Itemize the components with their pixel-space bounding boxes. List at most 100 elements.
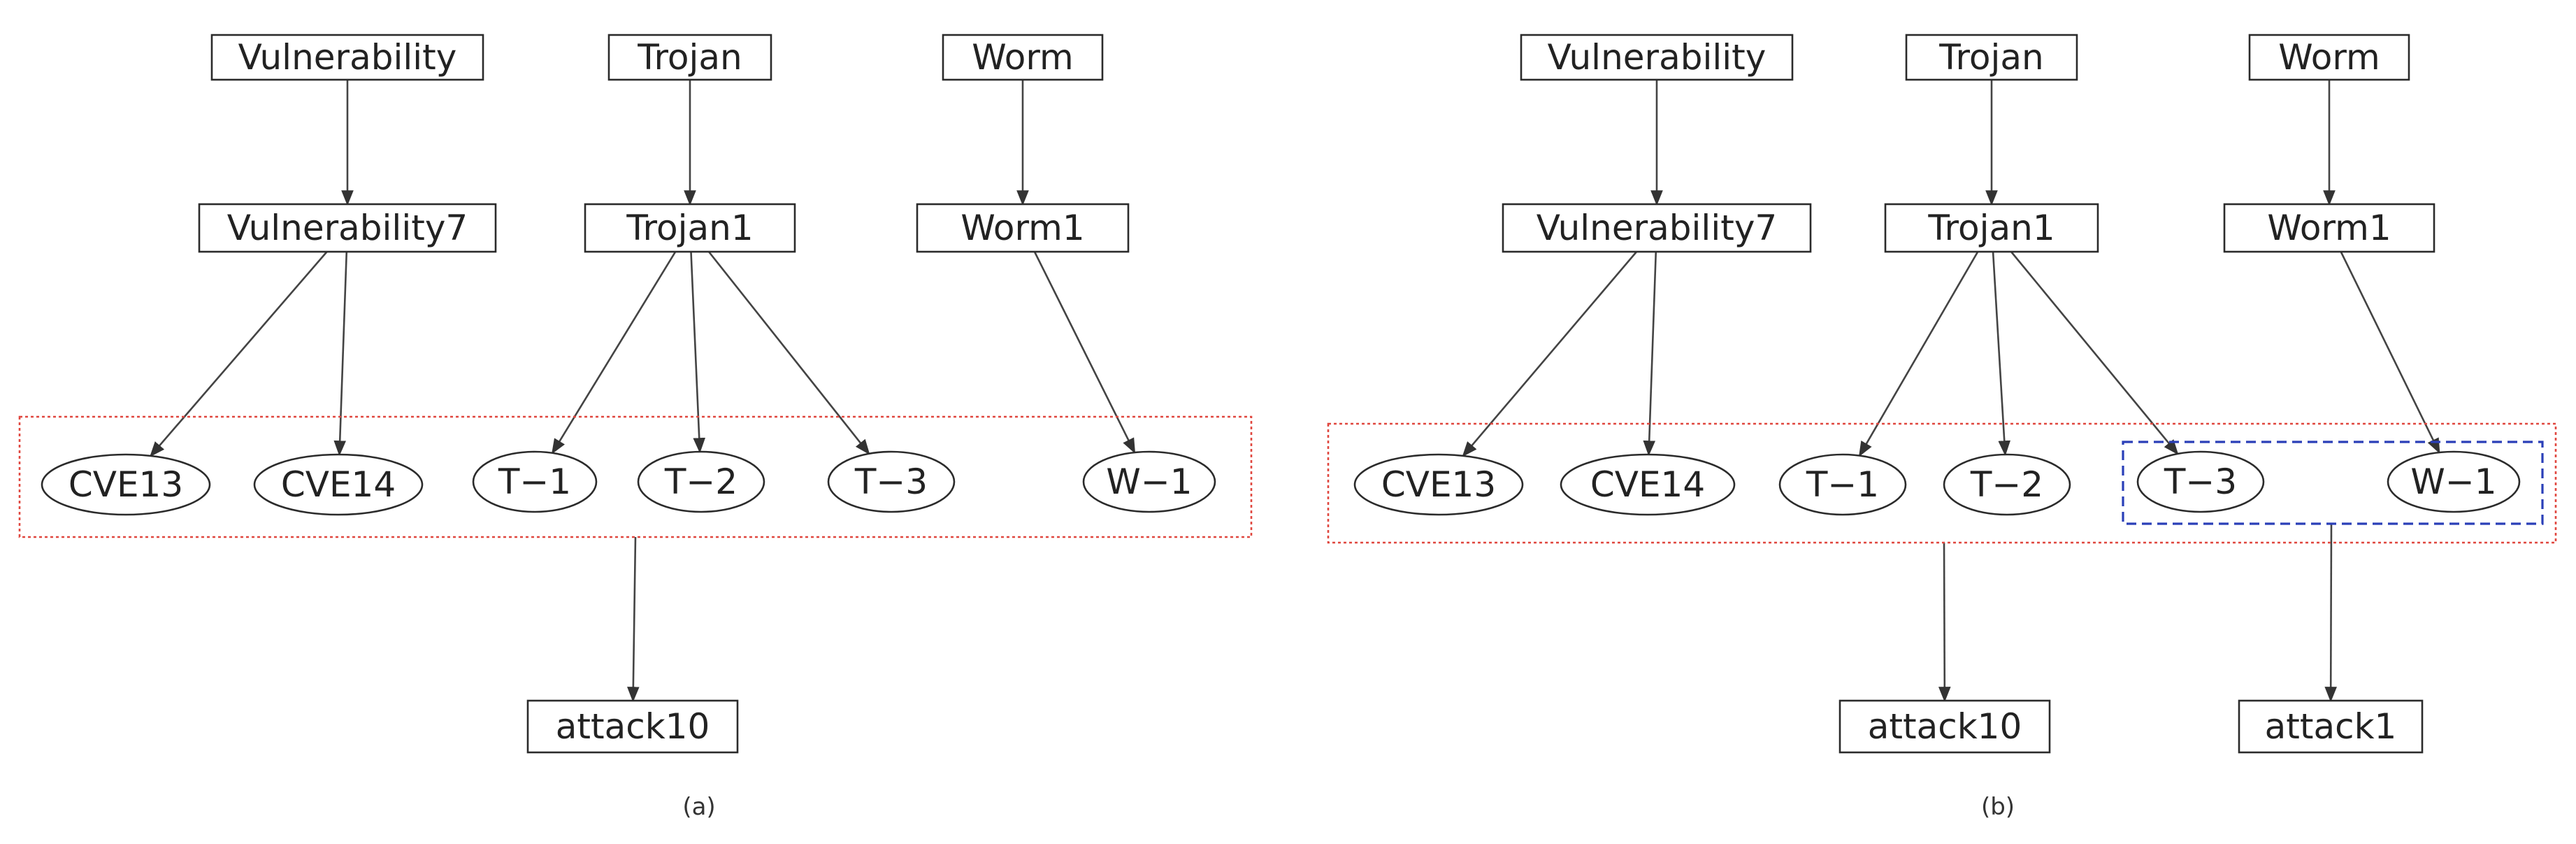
- node-w1-label: W−1: [1106, 462, 1192, 502]
- node-tro1-label: Trojan1: [626, 208, 753, 248]
- node-t2: T−2: [1943, 453, 2071, 516]
- node-cve14-label: CVE14: [1590, 464, 1705, 505]
- node-att10-label: attack10: [556, 706, 710, 747]
- node-w1: W−1: [1082, 450, 1216, 513]
- panel-b-groups: [1327, 422, 2557, 544]
- node-w1-shape: [2387, 450, 2521, 513]
- panel-a-groups: [18, 415, 1253, 538]
- node-wor-label: Worm: [2278, 37, 2380, 78]
- node-vul-label: Vulnerability: [1548, 37, 1766, 78]
- node-t1-label: T−1: [1806, 464, 1879, 505]
- node-att1-shape: [2238, 699, 2424, 754]
- edge-grp-red-to-att10: [1938, 542, 1951, 703]
- edge-wor1-to-w1: [1033, 251, 1136, 455]
- node-t1: T−1: [472, 450, 598, 513]
- edge-wor1-to-w1: [2340, 251, 2440, 455]
- node-t3-shape: [2136, 450, 2265, 513]
- panel-a-caption: (a): [682, 793, 715, 821]
- node-t3-label: T−3: [2164, 462, 2237, 502]
- node-att10: attack10: [526, 699, 739, 754]
- node-vul-shape: [210, 34, 484, 81]
- edge-vul7-to-cve13: [150, 251, 328, 457]
- edge-vul7-to-cve14: [1643, 251, 1657, 457]
- node-vul-label: Vulnerability: [238, 37, 457, 78]
- node-cve13-label: CVE13: [69, 464, 183, 505]
- node-vul7-label: Vulnerability7: [227, 208, 468, 248]
- node-tro: Trojan: [607, 34, 772, 81]
- node-wor-shape: [942, 34, 1104, 81]
- group-blue-dashed: [2122, 441, 2544, 525]
- node-cve13-shape: [41, 453, 211, 516]
- node-vul7: Vulnerability7: [198, 203, 497, 253]
- node-cve14: CVE14: [253, 453, 424, 516]
- node-vul-shape: [1520, 34, 1794, 81]
- group-red-dotted: [18, 415, 1253, 538]
- node-att10-shape: [526, 699, 739, 754]
- edge-tro1-to-t1: [1858, 251, 1979, 457]
- node-t3: T−3: [2136, 450, 2265, 513]
- node-vul: Vulnerability: [210, 34, 484, 81]
- node-t3-label: T−3: [854, 462, 928, 502]
- node-w1-shape: [1082, 450, 1216, 513]
- node-t2-label: T−2: [1970, 464, 2043, 505]
- node-wor1: Worm1: [2223, 203, 2435, 253]
- node-att10-shape: [1839, 699, 2051, 754]
- node-cve13: CVE13: [41, 453, 211, 516]
- edge-grp-red-to-att10: [627, 536, 640, 703]
- edge-vul7-to-cve14: [333, 251, 348, 457]
- edge-tro1-to-t2: [1992, 251, 2011, 457]
- node-t3: T−3: [827, 450, 956, 513]
- node-tro-label: Trojan: [637, 37, 742, 78]
- node-wor: Worm: [942, 34, 1104, 81]
- node-wor1-shape: [916, 203, 1130, 253]
- node-cve13-shape: [1353, 453, 1524, 516]
- node-tro-shape: [1905, 34, 2078, 81]
- panel-b-caption: (b): [1981, 793, 2015, 821]
- node-cve14-shape: [253, 453, 424, 516]
- node-tro-shape: [607, 34, 772, 81]
- node-cve14: CVE14: [1560, 453, 1736, 516]
- node-tro1: Trojan1: [584, 203, 796, 253]
- node-att10-label: attack10: [1868, 706, 2022, 747]
- panel-a-edges: [150, 80, 1136, 703]
- node-t1: T−1: [1778, 453, 1907, 516]
- node-wor-label: Worm: [972, 37, 1073, 78]
- node-t2: T−2: [637, 450, 765, 513]
- node-t2-shape: [1943, 453, 2071, 516]
- node-t2-label: T−2: [664, 462, 737, 502]
- edge-tro1-to-t1: [552, 251, 677, 455]
- node-wor1: Worm1: [916, 203, 1130, 253]
- node-cve14-shape: [1560, 453, 1736, 516]
- node-t1-shape: [1778, 453, 1907, 516]
- node-att1-label: attack1: [2265, 706, 2397, 747]
- edge-tro1-to-t3: [707, 251, 870, 455]
- node-tro1: Trojan1: [1884, 203, 2099, 253]
- node-wor1-label: Worm1: [960, 208, 1084, 248]
- node-t2-shape: [637, 450, 765, 513]
- node-tro1-label: Trojan1: [1927, 208, 2055, 248]
- node-cve13-label: CVE13: [1381, 464, 1496, 505]
- node-t3-shape: [827, 450, 956, 513]
- node-att1: attack1: [2238, 699, 2424, 754]
- node-wor: Worm: [2248, 34, 2410, 81]
- node-w1: W−1: [2387, 450, 2521, 513]
- panel-b-edges: [1462, 80, 2440, 703]
- node-t1-label: T−1: [498, 462, 571, 502]
- node-wor-shape: [2248, 34, 2410, 81]
- node-tro1-shape: [1884, 203, 2099, 253]
- node-vul7-shape: [1502, 203, 1812, 253]
- node-w1-label: W−1: [2410, 462, 2496, 502]
- node-vul7: Vulnerability7: [1502, 203, 1812, 253]
- group-red-dotted: [1327, 422, 2557, 544]
- edge-vul7-to-cve13: [1462, 251, 1638, 457]
- edge-tro1-to-t2: [690, 251, 706, 454]
- node-wor1-label: Worm1: [2267, 208, 2391, 248]
- node-tro-label: Trojan: [1938, 37, 2043, 78]
- node-cve13: CVE13: [1353, 453, 1524, 516]
- node-tro: Trojan: [1905, 34, 2078, 81]
